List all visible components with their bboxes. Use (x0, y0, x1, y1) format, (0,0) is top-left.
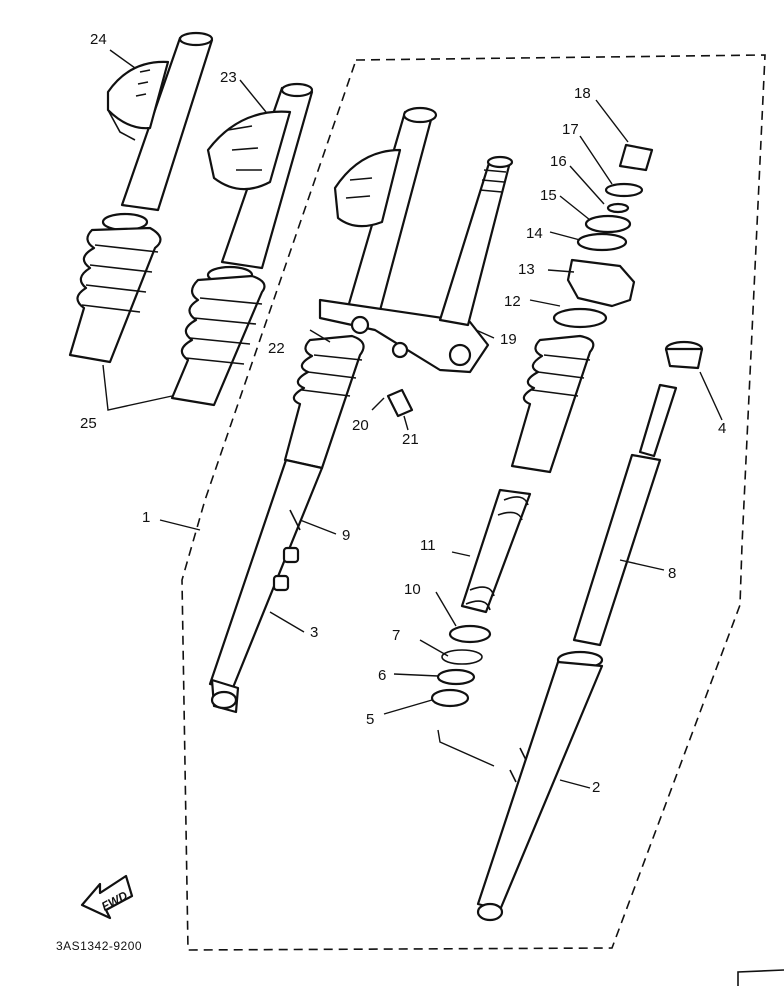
callout-2: 2 (592, 779, 600, 796)
part-22-steering-stem-bracket (318, 106, 490, 374)
callout-14: 14 (526, 225, 543, 242)
part-10-fork-washer (448, 624, 492, 644)
part-2-outer-tube-right (476, 650, 604, 922)
part-18-bolt (618, 143, 654, 172)
callout-13: 13 (518, 261, 535, 278)
callout-5: 5 (366, 711, 374, 728)
part-11-fork-spring (460, 334, 595, 614)
callout-19: 19 (500, 331, 517, 348)
callout-1: 1 (142, 509, 150, 526)
part-17-washer (604, 182, 644, 198)
callout-21: 21 (402, 431, 419, 448)
part-13-nut (566, 258, 636, 308)
part-4-bush (664, 340, 704, 370)
callout-22: 22 (268, 340, 285, 357)
part-16-washer (606, 202, 630, 214)
part-25-fork-boot-right (170, 265, 266, 407)
callout-7: 7 (392, 627, 400, 644)
part-14-bearing (576, 232, 628, 252)
callout-10: 10 (404, 581, 421, 598)
part-7-clip (441, 649, 483, 665)
part-15-bearing-race (584, 214, 632, 234)
callout-23: 23 (220, 69, 237, 86)
part-24-headlight-bracket-tube (106, 31, 214, 212)
callout-18: 18 (574, 85, 591, 102)
callout-8: 8 (668, 565, 676, 582)
part-19-under-bracket (438, 155, 514, 327)
callout-15: 15 (540, 187, 557, 204)
callout-6: 6 (378, 667, 386, 684)
diagram-code: 3AS1342-9200 (56, 939, 142, 953)
part-8-inner-tube (572, 383, 678, 647)
callout-20: 20 (352, 417, 369, 434)
callout-12: 12 (504, 293, 521, 310)
callout-4: 4 (718, 420, 726, 437)
part-25-fork-boot-left (68, 212, 162, 364)
assembly-outline (181, 54, 766, 951)
part-6-washer (436, 668, 476, 686)
corner-mark (737, 969, 784, 986)
part-23-headlight-bracket-tube (206, 82, 314, 270)
callout-9: 9 (342, 527, 350, 544)
leader-lines (109, 49, 723, 789)
callout-25: 25 (80, 415, 97, 432)
callout-labels: 1 2 3 4 5 6 7 8 9 10 11 12 13 14 15 16 1… (80, 31, 726, 796)
fwd-arrow-icon: FWD (80, 874, 134, 920)
part-5-oil-seal (430, 688, 470, 708)
part-21-bolt (386, 388, 414, 418)
callout-11: 11 (420, 537, 436, 554)
callout-17: 17 (562, 121, 579, 138)
part-12-seal (552, 307, 608, 329)
callout-24: 24 (90, 31, 107, 48)
callout-3: 3 (310, 624, 318, 641)
part-3-fork-outer-tube-left (208, 334, 365, 714)
callout-16: 16 (550, 153, 567, 170)
